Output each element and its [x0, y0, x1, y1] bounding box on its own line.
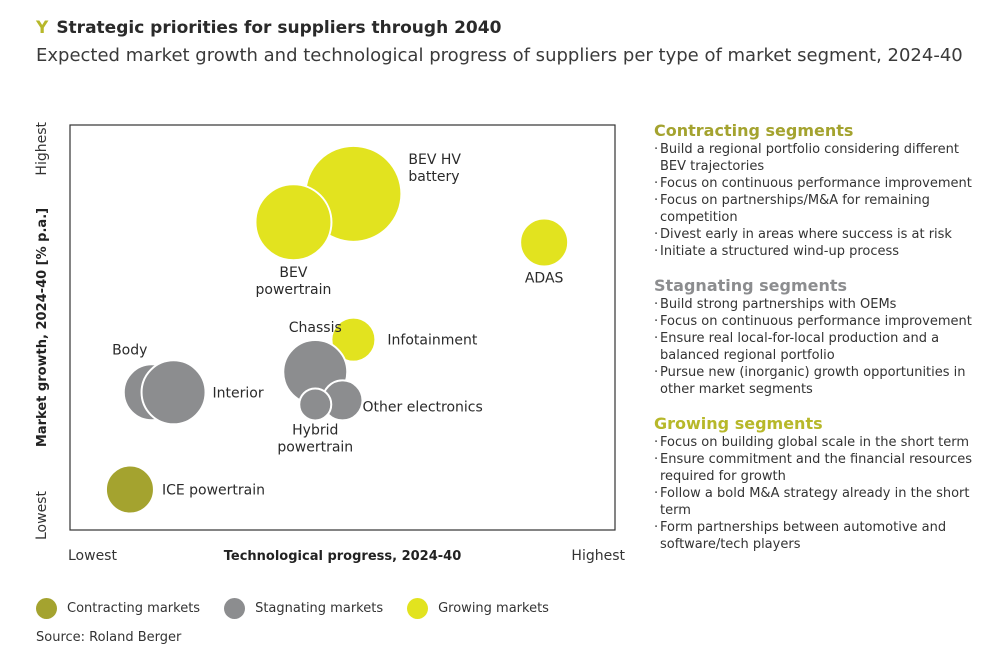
bubble-label-line: Body [112, 342, 147, 358]
bubble-adas [519, 217, 570, 268]
bubble-label-line: Other electronics [363, 399, 483, 415]
segment-item: Divest early in areas where success is a… [654, 226, 989, 243]
bubble-label-line: Chassis [289, 320, 342, 336]
legend-item-growing: Growing markets [407, 598, 549, 619]
legend-item-contracting: Contracting markets [36, 598, 200, 619]
legend-label: Contracting markets [67, 601, 201, 616]
legend-swatch [36, 598, 57, 619]
segment-title: Contracting segments [654, 121, 854, 140]
x-tick-high: Highest [571, 548, 625, 564]
chart-subtitle: Expected market growth and technological… [36, 45, 963, 66]
legend-swatch [224, 598, 246, 619]
bubble-label-other-electronics: Other electronics [363, 399, 483, 415]
bubble-label-line: BEV HV [408, 152, 461, 168]
bubble-ice-powertrain [104, 464, 155, 515]
bubble-label-line: ADAS [525, 270, 564, 286]
bubble-label-interior: Interior [213, 385, 264, 401]
segment-item: Focus on building global scale in the sh… [654, 434, 989, 451]
bubble-bev-powertrain [254, 183, 333, 262]
legend-label: Growing markets [438, 601, 549, 616]
legend-item-stagnating: Stagnating markets [224, 598, 383, 619]
bubble-label-line: powertrain [256, 282, 332, 298]
bubble-label-line: ICE powertrain [162, 483, 265, 499]
legend-swatch [407, 598, 429, 619]
x-axis-label: Technological progress, 2024-40 [224, 549, 462, 564]
bubble-interior [140, 359, 207, 426]
bubble-label-chassis: Chassis [289, 320, 342, 336]
segment-item: Ensure real local-for-local production a… [654, 330, 989, 364]
segment-item: Build a regional portfolio considering d… [654, 141, 989, 175]
segment-item: Focus on continuous performance improvem… [654, 313, 989, 330]
bubble-label-line: Interior [213, 385, 264, 401]
x-tick-low: Lowest [68, 548, 117, 564]
strategy-panel: Contracting segmentsBuild a regional por… [654, 121, 989, 569]
segment-growing: Growing segmentsFocus on building global… [654, 414, 989, 553]
segment-title: Growing segments [654, 414, 823, 433]
legend-label: Stagnating markets [255, 601, 384, 616]
chart-title: Strategic priorities for suppliers throu… [56, 18, 502, 38]
segment-contracting: Contracting segmentsBuild a regional por… [654, 121, 989, 260]
header: Y Strategic priorities for suppliers thr… [36, 18, 976, 68]
segment-item: Focus on partnerships/M&A for remaining … [654, 192, 989, 226]
bubble-label-body: Body [112, 342, 147, 358]
segment-item: Ensure commitment and the financial reso… [654, 451, 989, 485]
segment-item: Initiate a structured wind-up process [654, 243, 989, 260]
bubble-label-infotainment: Infotainment [387, 333, 477, 349]
bubble-infotainment [330, 316, 377, 363]
segment-title: Stagnating segments [654, 276, 848, 295]
y-axis-label: Market growth, 2024-40 [% p.a.] [35, 208, 50, 447]
bubble-hybrid-powertrain [298, 387, 333, 422]
title-row: Y Strategic priorities for suppliers thr… [36, 18, 976, 38]
segment-item: Pursue new (inorganic) growth opportunit… [654, 364, 989, 398]
segment-item: Build strong partnerships with OEMs [654, 296, 989, 313]
bubble-label-line: battery [408, 169, 459, 185]
plot-frame [69, 124, 616, 531]
y-tick-high: Highest [34, 121, 50, 175]
segment-item: Form partnerships between automotive and… [654, 519, 989, 553]
title-marker: Y [36, 18, 49, 38]
segment-item: Focus on continuous performance improvem… [654, 175, 989, 192]
chart-legend: Contracting markets Stagnating markets Gro… [36, 598, 549, 619]
bubble-label-line: BEV [279, 265, 307, 281]
y-tick-low: Lowest [34, 491, 50, 540]
bubble-label-line: powertrain [277, 439, 353, 455]
bubble-label-line: Infotainment [387, 333, 477, 349]
bubble-label-ice-powertrain: ICE powertrain [162, 483, 265, 499]
segment-item: Follow a bold M&A strategy already in th… [654, 485, 989, 519]
source-note: Source: Roland Berger [36, 630, 182, 645]
segment-stagnating: Stagnating segmentsBuild strong partners… [654, 276, 989, 398]
bubble-label-line: Hybrid [292, 422, 338, 438]
bubble-label-adas: ADAS [525, 270, 564, 286]
